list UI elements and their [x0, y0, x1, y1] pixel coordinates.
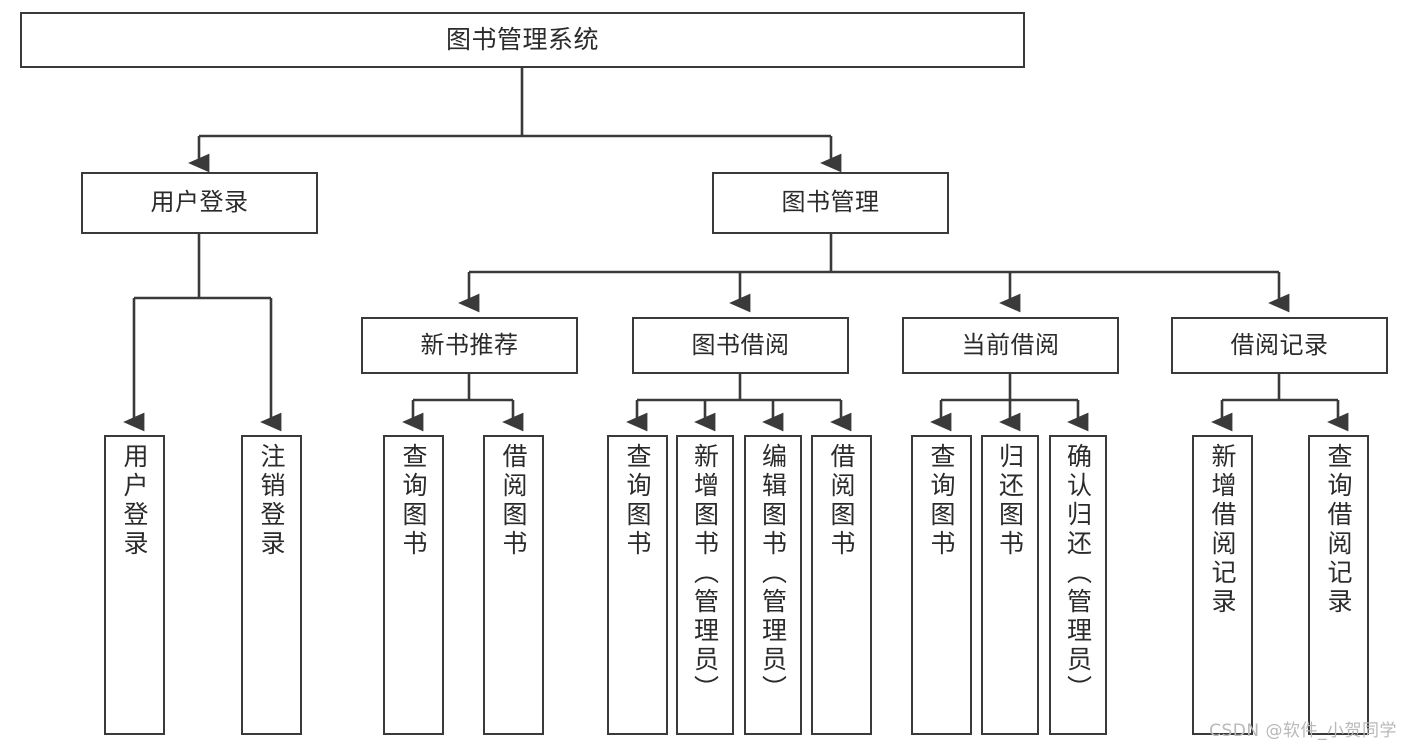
node-label: 用户登录 — [120, 443, 149, 559]
node-label: 注销登录 — [257, 443, 286, 559]
node-label: 新增图书（管理员） — [690, 443, 720, 704]
node-root-system[interactable]: 图书管理系统 — [20, 12, 1025, 68]
node-label: 确认归还（管理员） — [1063, 443, 1093, 704]
node-user-login[interactable]: 用户登录 — [81, 172, 318, 234]
node-label: 编辑图书（管理员） — [758, 443, 788, 704]
node-label: 查询图书 — [927, 443, 956, 559]
node-label: 图书借阅 — [691, 330, 790, 359]
node-label: 查询借阅记录 — [1324, 443, 1353, 617]
node-label: 用户登录 — [150, 188, 249, 217]
node-book-borrow[interactable]: 图书借阅 — [632, 317, 849, 374]
node-new-book-recommend[interactable]: 新书推荐 — [361, 317, 578, 374]
leaf-new-book-borrow-book[interactable]: 借阅图书 — [483, 435, 544, 735]
leaf-user-login-logout[interactable]: 注销登录 — [241, 435, 302, 735]
node-borrow-record[interactable]: 借阅记录 — [1171, 317, 1388, 374]
leaf-book-borrow-query-book[interactable]: 查询图书 — [607, 435, 668, 735]
leaf-user-login-login[interactable]: 用户登录 — [104, 435, 165, 735]
node-current-borrow[interactable]: 当前借阅 — [902, 317, 1119, 374]
leaf-current-borrow-query-book[interactable]: 查询图书 — [911, 435, 972, 735]
leaf-borrow-record-add-record[interactable]: 新增借阅记录 — [1192, 435, 1253, 735]
node-label: 图书管理系统 — [445, 24, 599, 54]
node-label: 新书推荐 — [420, 330, 519, 359]
node-label: 图书管理 — [781, 188, 880, 217]
node-label: 查询图书 — [623, 443, 652, 559]
node-label: 借阅记录 — [1230, 330, 1329, 359]
node-label: 归还图书 — [995, 443, 1025, 559]
node-label: 新增借阅记录 — [1208, 443, 1237, 617]
node-book-management[interactable]: 图书管理 — [712, 172, 949, 234]
leaf-borrow-record-query-record[interactable]: 查询借阅记录 — [1308, 435, 1369, 735]
node-label: 查询图书 — [399, 443, 428, 559]
leaf-current-borrow-confirm-return-admin[interactable]: 确认归还（管理员） — [1049, 435, 1107, 735]
node-label: 当前借阅 — [961, 330, 1060, 359]
leaf-new-book-query-book[interactable]: 查询图书 — [383, 435, 444, 735]
watermark-text: CSDN @软件_小贺同学 — [1209, 721, 1397, 741]
leaf-book-borrow-borrow-book[interactable]: 借阅图书 — [811, 435, 872, 735]
leaf-book-borrow-add-book-admin[interactable]: 新增图书（管理员） — [676, 435, 734, 735]
node-label: 借阅图书 — [827, 443, 856, 559]
leaf-book-borrow-edit-book-admin[interactable]: 编辑图书（管理员） — [744, 435, 802, 735]
node-label: 借阅图书 — [499, 443, 528, 559]
leaf-current-borrow-return-book[interactable]: 归还图书 — [981, 435, 1039, 735]
